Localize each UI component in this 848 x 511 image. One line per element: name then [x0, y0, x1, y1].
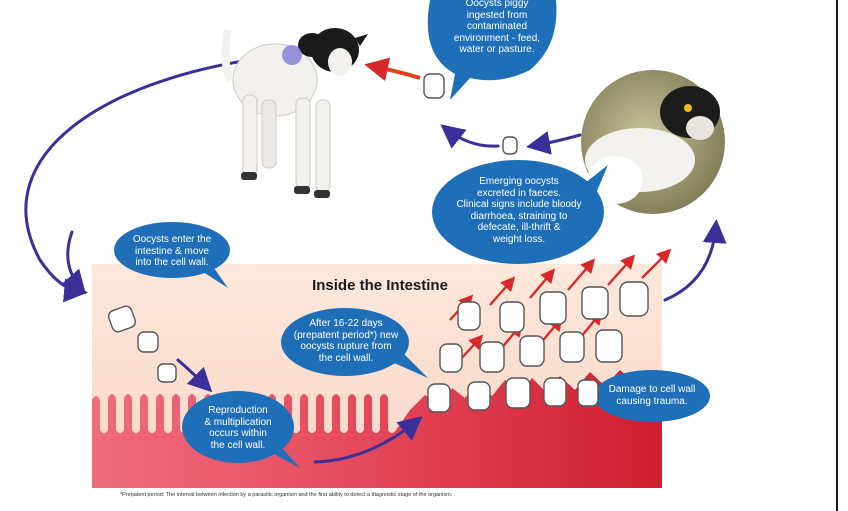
arrow-oocyst-to-ingestion [445, 128, 498, 146]
bubble-prepatent-text: After 16-22 days (prepatent period*) new… [286, 318, 406, 364]
bubble-reproduction-text: Reproduction & multiplication occurs wit… [186, 405, 290, 451]
oocyst-icon [138, 332, 158, 352]
oocyst-icon [506, 378, 530, 408]
prepatent-footnote: *Prepatent period: The interval between … [120, 492, 452, 498]
sick-calf-photo-icon [581, 70, 725, 214]
oocyst-icon [520, 336, 544, 366]
arrow-intestine-to-excretion [665, 225, 716, 300]
oocyst-icon [578, 380, 598, 406]
bubble-excreted-text: Emerging oocysts excreted in faeces. Cli… [440, 176, 598, 245]
arrow-intestine-entry [68, 232, 82, 290]
intestine-panel [92, 264, 662, 488]
panel-title: Inside the Intestine [312, 277, 448, 294]
top-cropped-text: … [18, 0, 28, 3]
arrow-photo-to-oocyst [532, 135, 580, 146]
oocyst-icon [596, 330, 622, 362]
oocyst-icon [503, 137, 517, 154]
oocyst-icon [158, 364, 176, 382]
oocyst-icon [544, 378, 566, 406]
oocyst-icon [560, 332, 584, 362]
oocyst-icon [468, 382, 490, 410]
oocyst-icon [540, 292, 566, 324]
oocyst-icon [500, 302, 524, 332]
bubble-ingested-text: Oocysts piggy ingested from contaminated… [438, 0, 556, 56]
bubble-enter-text: Oocysts enter the intestine & move into … [118, 234, 226, 269]
oocyst-icon [424, 74, 444, 98]
frame-border [836, 0, 838, 511]
ingestion-arrow [372, 66, 420, 78]
oocyst-icon [620, 282, 648, 316]
oocyst-icon [428, 384, 450, 412]
oocyst-icon [458, 302, 480, 330]
bubble-damage-text: Damage to cell wall causing trauma. [598, 384, 706, 407]
calf-icon [225, 28, 368, 198]
oocyst-icon [480, 342, 504, 372]
oocyst-icon [440, 344, 462, 372]
oocyst-icon [582, 287, 608, 319]
